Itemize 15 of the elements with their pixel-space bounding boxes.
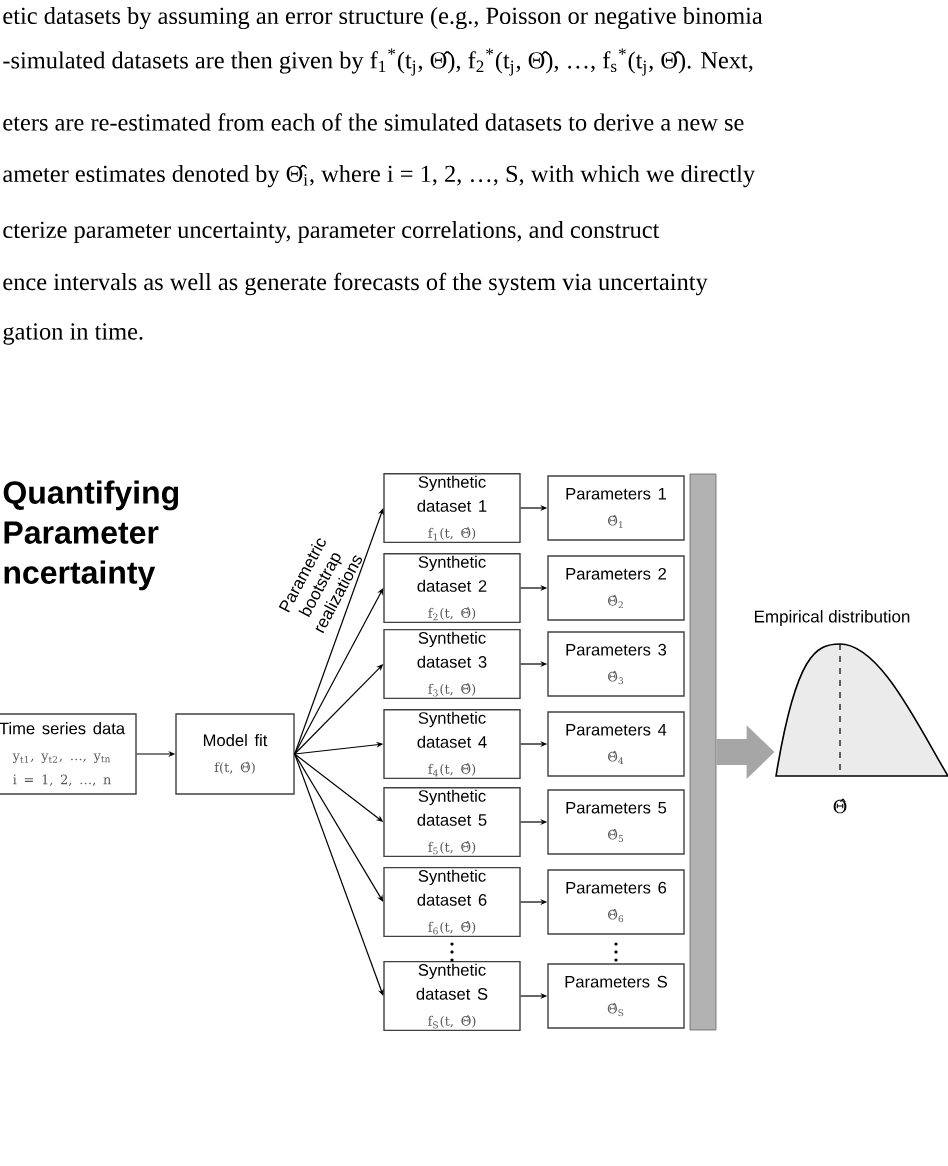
distribution-label: Empirical distribution	[754, 610, 910, 626]
title: Quantifying Parameter ncertainty	[3, 480, 179, 591]
paragraph-line: ence intervals as well as generate forecasts of the system via uncertainty	[3, 272, 708, 296]
arrow	[294, 753, 384, 996]
paragraph-line: etic datasets by assuming an error structure (e.g., Poisson or negative binomia	[3, 6, 763, 30]
arrow	[294, 753, 384, 902]
vertical-bar	[689, 473, 717, 1031]
mean-label: Θ̂	[833, 798, 847, 814]
paragraph-line: -simulated datasets are then given by f$_{1}$$^{*}$(t$_{j}$, Θ̂), f$_{2}$$^{*}$(t$_{j}$, Θ̂), …, f$_{s}$$^{*}$(t$_{j}$, Θ̂). Next,	[3, 48, 753, 76]
paragraph-line: cterize parameter uncertainty, parameter correlations, and construct	[3, 220, 660, 244]
paragraph-line: eters are re-estimated from each of the simulated datasets to derive a new se	[3, 113, 744, 131]
paragraph-line: gation in time.	[3, 323, 143, 345]
arrow	[294, 588, 384, 755]
arrow	[294, 508, 384, 755]
paragraph-line: ameter estimates denoted by Θ̂$_{i}$, where i = 1, 2, …, S, with which we directly	[3, 164, 755, 188]
